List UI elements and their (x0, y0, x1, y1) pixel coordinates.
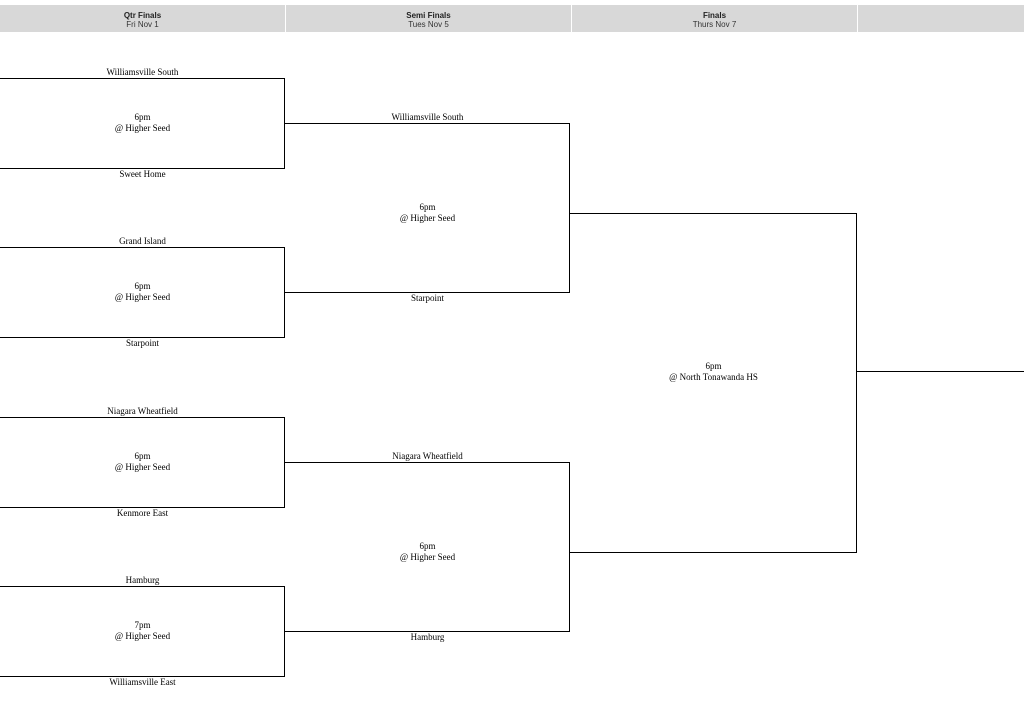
bracket-connector (284, 247, 285, 338)
game-time: 7pm (134, 620, 151, 630)
game-venue: @ Higher Seed (399, 213, 456, 223)
bracket-line (0, 337, 285, 338)
round-date: Fri Nov 1 (126, 20, 159, 29)
bracket-line (285, 123, 570, 124)
champion-line (856, 371, 1024, 372)
bracket-line (0, 586, 285, 587)
bracket-connector (569, 462, 570, 632)
round-title: Semi Finals (406, 11, 451, 20)
sf2-bottom-team: Hamburg (410, 632, 445, 642)
bracket-connector (284, 586, 285, 677)
bracket-line (0, 507, 285, 508)
game-time: 6pm (134, 451, 151, 461)
sf2-game-info: 6pm @ Higher Seed (285, 541, 570, 563)
round-title: Qtr Finals (123, 11, 162, 20)
qf4-top-team: Hamburg (125, 575, 160, 585)
qf3-top-team: Niagara Wheatfield (107, 406, 178, 416)
bracket-line (285, 462, 570, 463)
game-venue: @ North Tonawanda HS (669, 372, 758, 382)
round-header-semi-finals: Semi Finals Tues Nov 5 (286, 5, 571, 32)
bracket-line (285, 292, 570, 293)
bracket-line (285, 631, 570, 632)
header-divider (571, 5, 572, 32)
bracket-connector (284, 417, 285, 508)
sf1-bottom-team: Starpoint (411, 293, 444, 303)
game-time: 6pm (705, 361, 722, 371)
qf1-game-info: 6pm @ Higher Seed (0, 112, 285, 134)
round-header-qtr-finals: Qtr Finals Fri Nov 1 (0, 5, 285, 32)
qf4-bottom-team: Williamsville East (109, 677, 176, 687)
game-time: 6pm (134, 112, 151, 122)
header-divider (285, 5, 286, 32)
game-venue: @ Higher Seed (399, 552, 456, 562)
game-time: 6pm (419, 541, 436, 551)
round-title: Finals (702, 11, 727, 20)
round-header-bar: Qtr Finals Fri Nov 1 Semi Finals Tues No… (0, 5, 1024, 32)
game-venue: @ Higher Seed (114, 631, 171, 641)
round-date: Thurs Nov 7 (692, 20, 737, 29)
game-venue: @ Higher Seed (114, 292, 171, 302)
game-venue: @ Higher Seed (114, 462, 171, 472)
sf2-top-team: Niagara Wheatfield (392, 451, 463, 461)
bracket-line (570, 213, 857, 214)
game-venue: @ Higher Seed (114, 123, 171, 133)
bracket-line (0, 247, 285, 248)
sf1-top-team: Williamsville South (391, 112, 464, 122)
qf2-game-info: 6pm @ Higher Seed (0, 281, 285, 303)
game-time: 6pm (134, 281, 151, 291)
round-header-finals: Finals Thurs Nov 7 (572, 5, 857, 32)
qf1-top-team: Williamsville South (106, 67, 179, 77)
final-game-info: 6pm @ North Tonawanda HS (570, 361, 857, 383)
qf1-bottom-team: Sweet Home (119, 169, 166, 179)
sf1-game-info: 6pm @ Higher Seed (285, 202, 570, 224)
qf2-bottom-team: Starpoint (126, 338, 159, 348)
bracket-connector (569, 123, 570, 293)
qf3-bottom-team: Kenmore East (116, 508, 169, 518)
game-time: 6pm (419, 202, 436, 212)
bracket-line (0, 417, 285, 418)
qf2-top-team: Grand Island (119, 236, 166, 246)
header-divider (857, 5, 858, 32)
bracket-line (570, 552, 857, 553)
round-header-champion (858, 5, 1024, 32)
bracket-line (0, 78, 285, 79)
bracket-line (0, 676, 285, 677)
bracket-line (0, 168, 285, 169)
qf3-game-info: 6pm @ Higher Seed (0, 451, 285, 473)
qf4-game-info: 7pm @ Higher Seed (0, 620, 285, 642)
bracket-connector (856, 213, 857, 553)
round-date: Tues Nov 5 (408, 20, 449, 29)
bracket-connector (284, 78, 285, 169)
